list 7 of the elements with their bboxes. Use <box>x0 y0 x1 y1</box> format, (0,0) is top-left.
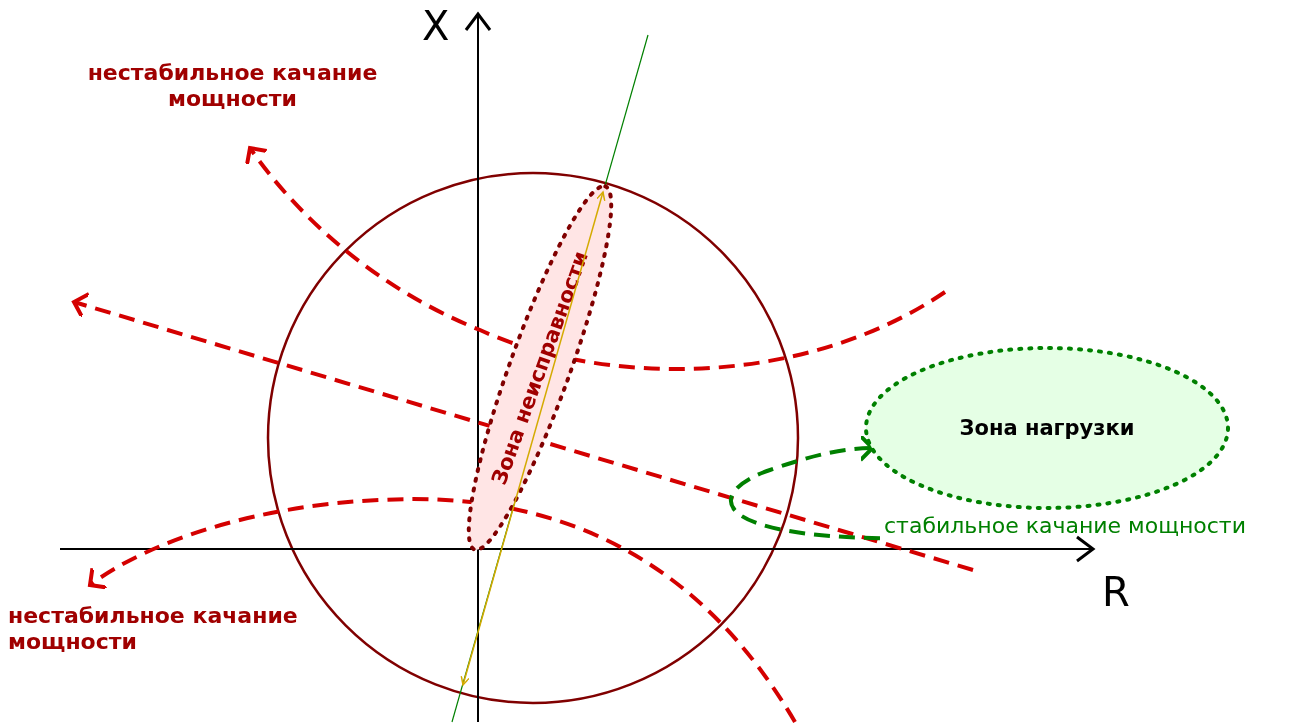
axis-label: R <box>1102 568 1131 616</box>
swing-label: стабильное качание мощности <box>884 513 1246 540</box>
swing-label: нестабильное качание мощности <box>8 603 298 656</box>
axis-label: X <box>422 2 451 50</box>
zone-label: Зона нагрузки <box>959 416 1135 440</box>
arrow <box>729 434 881 541</box>
swing-label: нестабильное качание мощности <box>86 60 379 113</box>
